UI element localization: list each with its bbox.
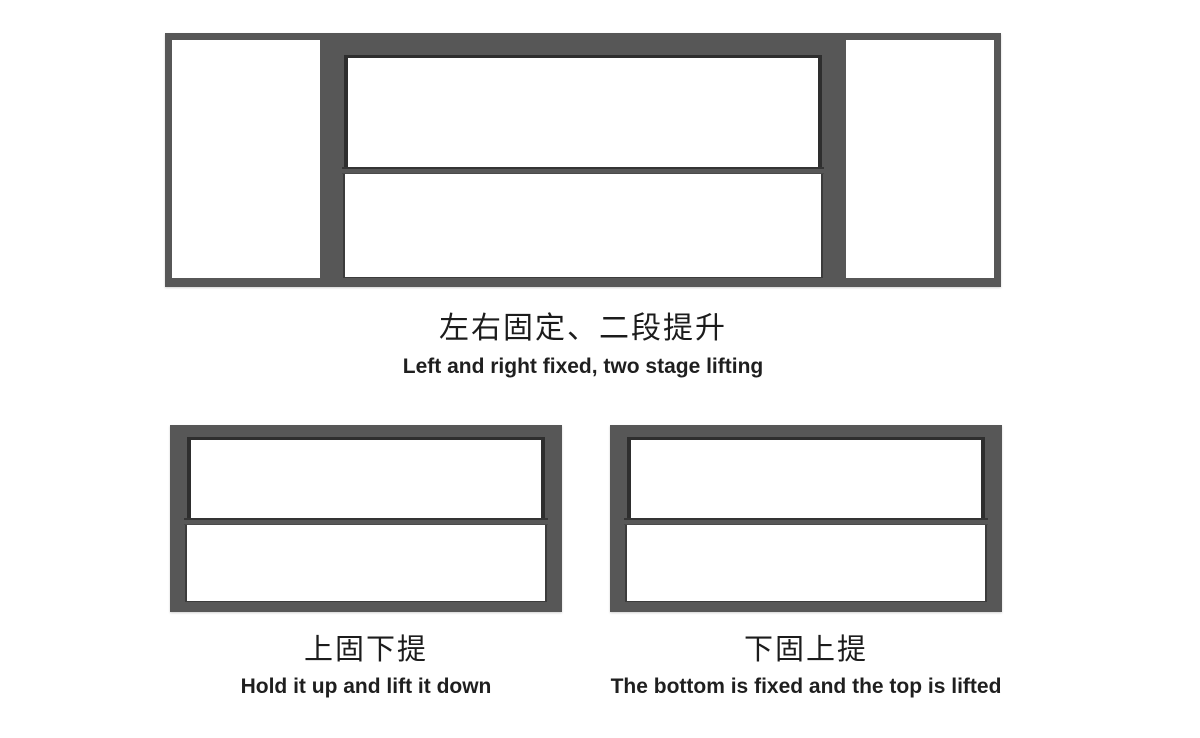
bottom-right-caption-english: The bottom is fixed and the top is lifte… xyxy=(610,675,1002,698)
bottom-left-divider-rail xyxy=(184,518,548,525)
top-center-divider-rail xyxy=(342,167,824,174)
top-upper-lifting-sash xyxy=(344,55,822,167)
bottom-right-caption-chinese: 下固上提 xyxy=(743,634,868,666)
top-right-fixed-panel xyxy=(846,40,994,278)
top-window-frame xyxy=(165,33,1001,287)
bottom-right-lower-sash xyxy=(625,525,987,602)
bottom-left-caption-chinese: 上固下提 xyxy=(303,634,428,666)
bottom-left-lower-sash xyxy=(185,525,547,602)
bottom-right-divider-rail xyxy=(624,518,988,525)
bottom-left-caption-english: Hold it up and lift it down xyxy=(240,675,492,698)
bottom-right-upper-sash xyxy=(627,437,985,518)
bottom-left-window-frame xyxy=(170,425,562,612)
bottom-left-upper-sash xyxy=(187,437,545,518)
top-lower-lifting-sash xyxy=(343,174,823,278)
top-left-fixed-panel xyxy=(172,40,320,278)
top-caption-english: Left and right fixed, two stage lifting xyxy=(402,355,764,378)
bottom-right-window-frame xyxy=(610,425,1002,612)
top-caption-chinese: 左右固定、二段提升 xyxy=(439,312,727,345)
